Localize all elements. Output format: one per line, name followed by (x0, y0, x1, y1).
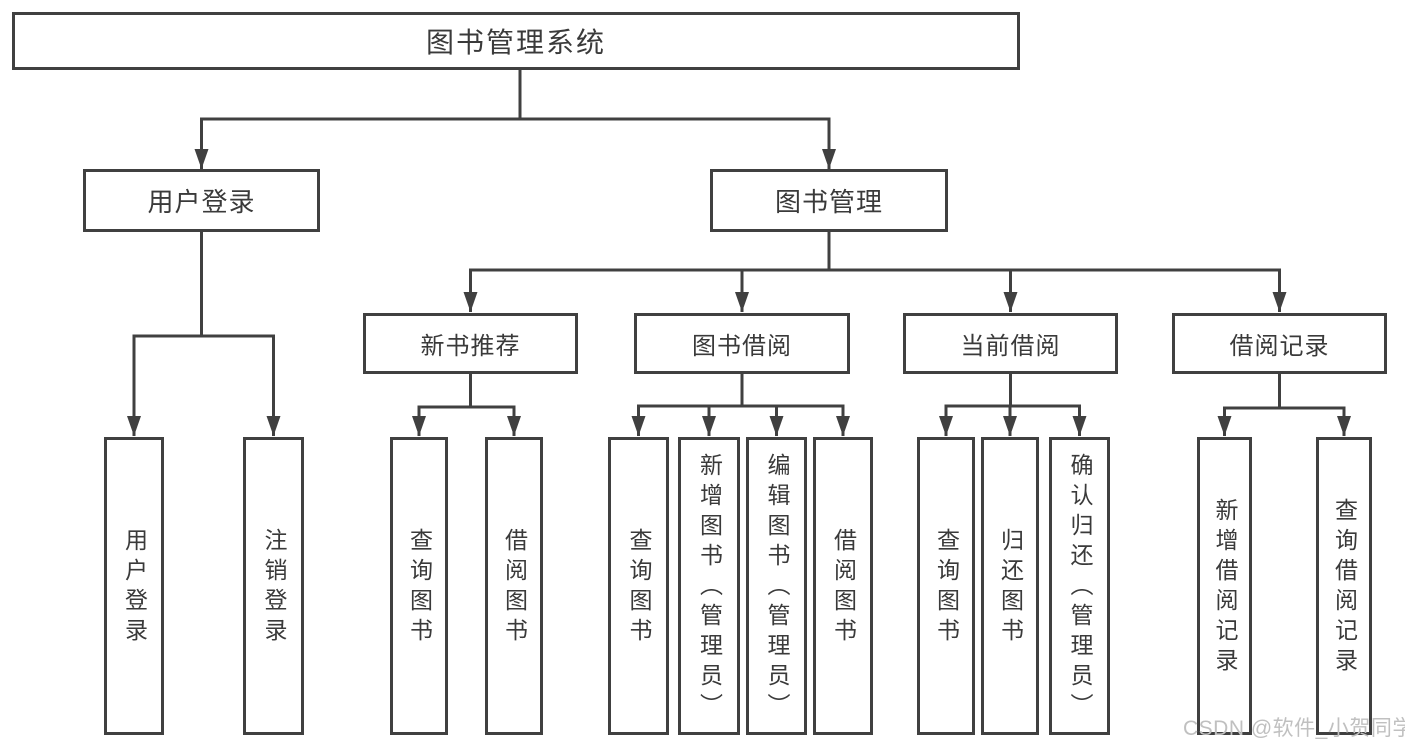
leaf-label: 归还图书 (997, 528, 1024, 648)
leaf-label: 新增图书（管理员） (696, 453, 723, 723)
leaf-label: 查询图书 (933, 528, 960, 648)
leaf-label: 用户登录 (121, 528, 148, 648)
node-label: 图书借阅 (692, 333, 792, 360)
leaf-label: 查询图书 (406, 528, 433, 648)
node-label: 图书管理 (774, 187, 883, 217)
leaf-label: 注销登录 (261, 528, 287, 648)
node-book-borrowing: 图书借阅 (634, 313, 850, 374)
node-label: 用户登录 (147, 187, 256, 217)
leaf-label: 新增借阅记录 (1212, 498, 1238, 678)
leaf-query-books: 查询图书 (390, 437, 448, 735)
leaf-label: 查询借阅记录 (1331, 498, 1358, 678)
leaf-return-books: 归还图书 (981, 437, 1039, 735)
leaf-label: 借阅图书 (501, 528, 528, 648)
leaf-query-books: 查询图书 (608, 437, 669, 735)
leaf-add-borrow-record: 新增借阅记录 (1197, 437, 1252, 735)
leaf-confirm-return-admin: 确认归还（管理员） (1049, 437, 1110, 735)
csdn-watermark: CSDN @软件_小贺同学 (1183, 717, 1405, 740)
node-borrowing-records: 借阅记录 (1172, 313, 1387, 374)
node-library-management-system: 图书管理系统 (12, 12, 1020, 70)
leaf-add-books-admin: 新增图书（管理员） (678, 437, 740, 735)
node-user-login: 用户登录 (83, 169, 320, 232)
leaf-label: 借阅图书 (830, 528, 857, 648)
leaf-logout: 注销登录 (243, 437, 304, 735)
leaf-query-books: 查询图书 (917, 437, 975, 735)
leaf-borrow-books: 借阅图书 (813, 437, 873, 735)
node-book-management: 图书管理 (710, 169, 948, 232)
leaf-query-borrow-record: 查询借阅记录 (1316, 437, 1372, 735)
leaf-label: 编辑图书（管理员） (764, 453, 790, 723)
node-label: 新书推荐 (420, 333, 521, 360)
node-current-borrowing: 当前借阅 (903, 313, 1118, 374)
leaf-borrow-books: 借阅图书 (485, 437, 543, 735)
leaf-user-login: 用户登录 (104, 437, 164, 735)
leaf-edit-books-admin: 编辑图书（管理员） (746, 437, 807, 735)
node-label: 图书管理系统 (425, 27, 606, 58)
node-label: 借阅记录 (1229, 333, 1330, 360)
leaf-label: 查询图书 (626, 528, 652, 648)
leaf-label: 确认归还（管理员） (1067, 453, 1093, 723)
node-label: 当前借阅 (960, 333, 1061, 360)
node-new-book-recommendation: 新书推荐 (363, 313, 578, 374)
